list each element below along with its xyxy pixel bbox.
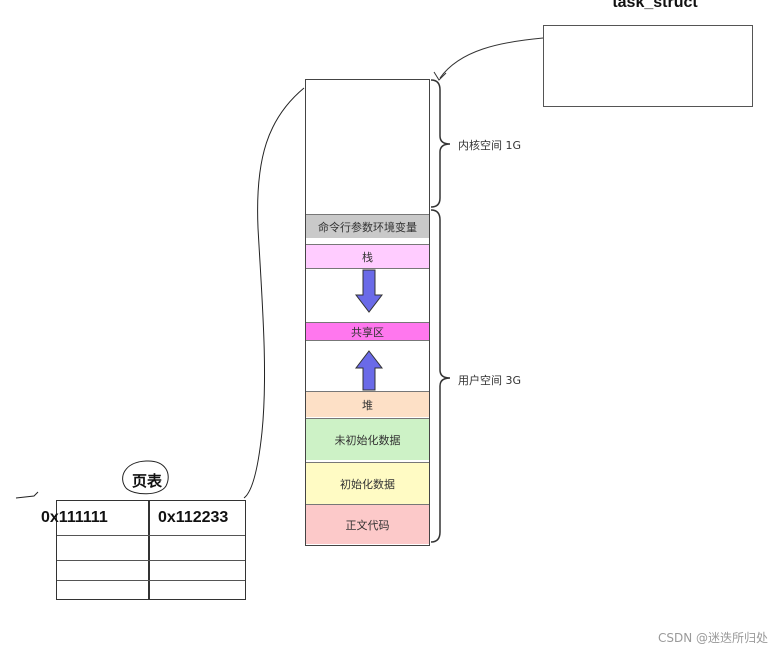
virtual-address-space: 命令行参数环境变量 栈 共享区 堆 未初始化数据 初始化数据 正文代码 <box>305 79 430 546</box>
heap-grows-up-arrow <box>354 350 384 391</box>
stack-segment: 栈 <box>306 244 429 268</box>
data-segment: 初始化数据 <box>306 462 429 504</box>
bss-segment: 未初始化数据 <box>306 418 429 460</box>
user-space-label: 用户空间 3G <box>458 374 522 387</box>
task-struct-box <box>543 25 753 107</box>
stack-grows-down-arrow <box>354 269 384 313</box>
text-segment: 正文代码 <box>306 504 429 544</box>
watermark: CSDN @迷迭所归处 <box>657 631 768 645</box>
handwritten-link-curve <box>243 87 305 499</box>
page-table-virtual-address: 0x111111 <box>41 509 108 526</box>
kernel-space-label: 内核空间 1G <box>458 139 522 152</box>
task-struct-link-arrowhead <box>433 71 447 81</box>
handwritten-tick-mark <box>15 491 39 499</box>
task-struct-link-curve <box>439 37 544 79</box>
page-table-title: 页表 <box>131 472 162 490</box>
page-table-row-line <box>57 560 245 561</box>
page-table: 0x111111 0x112233 <box>41 500 246 600</box>
user-space-brace <box>430 209 451 543</box>
page-table-column-divider <box>148 501 150 599</box>
page-table-row-line <box>57 580 245 581</box>
page-table-title-circle <box>122 460 169 495</box>
shared-region-segment: 共享区 <box>306 322 429 340</box>
task-struct-title: task_struct <box>612 0 698 11</box>
cmdline-env-segment: 命令行参数环境变量 <box>306 214 429 238</box>
kernel-space-brace <box>430 79 451 208</box>
heap-segment: 堆 <box>306 391 429 417</box>
page-table-row-line <box>57 535 245 536</box>
kernel-space-segment <box>306 80 429 214</box>
page-table-physical-address: 0x112233 <box>158 509 229 526</box>
